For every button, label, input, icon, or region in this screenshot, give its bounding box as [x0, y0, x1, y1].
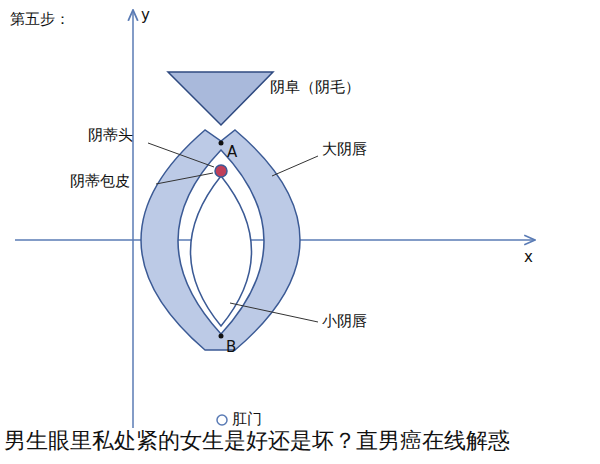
- part-label: 阴蒂头: [88, 126, 133, 144]
- leader-line: [156, 173, 213, 184]
- point-label: B: [226, 338, 236, 356]
- axis-label: x: [524, 248, 533, 266]
- axis-label: y: [141, 6, 150, 24]
- part-label: 阴阜（阴毛）: [270, 78, 360, 96]
- part-label: 阴蒂包皮: [70, 172, 130, 190]
- point-a: [219, 141, 224, 146]
- point-b: [219, 334, 224, 339]
- part-label: 肛门: [232, 410, 262, 428]
- clitoris-dot: [215, 165, 227, 177]
- part-label: 大阴唇: [322, 140, 367, 158]
- labia-majora-band: [141, 130, 300, 350]
- mons-triangle: [168, 72, 273, 125]
- y-axis: [132, 10, 134, 440]
- point-label: A: [227, 143, 237, 161]
- anus-symbol: [217, 415, 227, 425]
- leader-line: [272, 156, 318, 176]
- part-label: 小阴唇: [322, 312, 367, 330]
- caption: 男生眼里私处紧的女生是好还是坏？直男癌在线解惑: [4, 428, 510, 454]
- leader-line: [148, 143, 214, 167]
- step-heading: 第五步：: [10, 10, 70, 28]
- leader-line: [230, 303, 318, 322]
- labia-minora-outline: [191, 176, 252, 326]
